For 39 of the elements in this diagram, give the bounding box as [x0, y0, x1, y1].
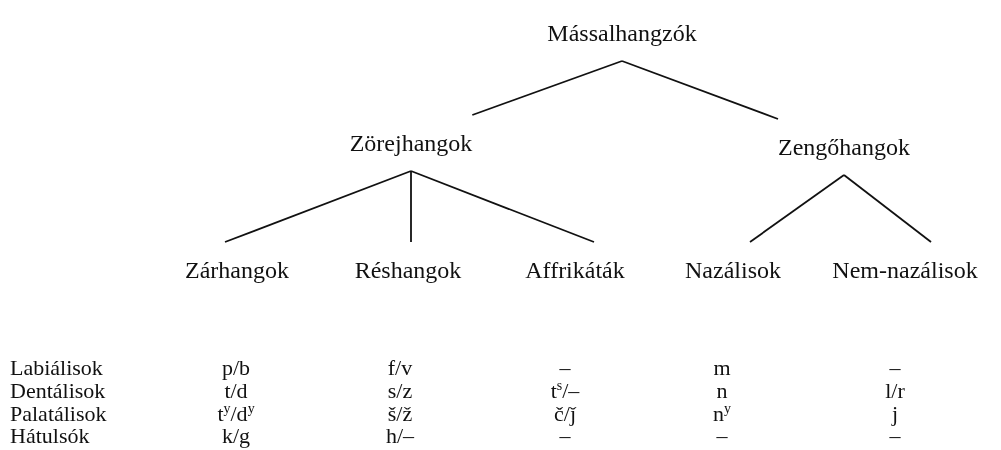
table-cell: č/ǰ [554, 403, 576, 425]
row-heading: Labiálisok [10, 357, 103, 379]
table-cell: j [891, 403, 899, 425]
table-cell: – [559, 357, 571, 379]
table-cell: – [716, 425, 728, 447]
table-cell: – [559, 425, 571, 447]
category-label: Nem-nazálisok [832, 256, 978, 284]
category-label: Nazálisok [685, 256, 781, 284]
tree-branch-line [471, 60, 623, 116]
table-cell: h/– [385, 425, 415, 447]
tree-branch-line [410, 170, 595, 243]
tree-branch-line [410, 170, 412, 243]
row-heading: Palatálisok [10, 403, 107, 425]
table-cell: m [713, 357, 731, 379]
category-label: Réshangok [354, 256, 462, 284]
table-cell: – [889, 425, 901, 447]
tree-branch-line [843, 174, 932, 243]
table-cell: k/g [221, 425, 251, 447]
row-heading: Dentálisok [10, 380, 106, 402]
table-cell: s/z [387, 380, 413, 402]
tree-branch-line [749, 174, 845, 243]
table-cell: t/d [224, 380, 248, 402]
category-label: Zörejhangok [349, 129, 473, 157]
tree-branch-line [224, 170, 412, 243]
table-cell: f/v [387, 357, 413, 379]
table-cell: n$^{y}$ [713, 403, 731, 425]
table-cell: – [889, 357, 901, 379]
table-cell: l/r [885, 380, 905, 402]
category-label: Affrikáták [525, 256, 625, 284]
category-label: Zárhangok [185, 256, 289, 284]
category-label: Zengőhangok [778, 133, 910, 161]
tree-branch-line [621, 60, 779, 120]
table-cell: p/b [221, 357, 251, 379]
category-label: Mássalhangzók [547, 19, 697, 47]
table-cell: t$^{s}$/– [550, 380, 580, 402]
table-cell: š/ž [387, 403, 413, 425]
row-heading: Hátulsók [10, 425, 90, 447]
table-cell: n [716, 380, 728, 402]
table-cell: t$^{y}$/d$^{y}$ [217, 403, 255, 425]
